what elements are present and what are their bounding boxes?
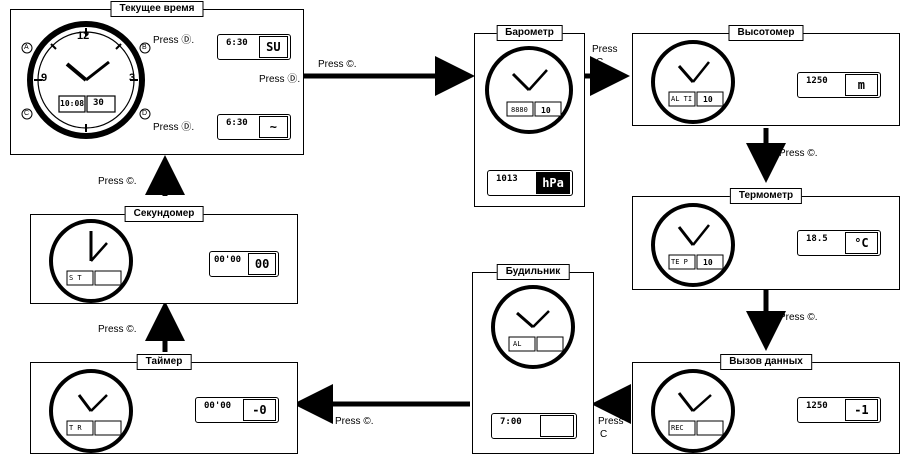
mode-box-data-recall: Вызов данных REC 1250 -1 xyxy=(632,354,900,454)
lcd-timer: 00'00 -0 xyxy=(195,397,279,423)
press-c-baro-alt-btn: C xyxy=(596,57,604,68)
mode-box-alarm: Будильник AL 7:00 xyxy=(472,264,594,454)
alt-sub-big: 10 xyxy=(703,95,713,104)
alt-sub-small: AL TI xyxy=(671,95,693,103)
mode-title: Высотомер xyxy=(728,25,804,41)
mode-title: Вызов данных xyxy=(720,354,812,370)
alarm-sub-small: AL xyxy=(513,340,522,348)
mode-title: Термометр xyxy=(729,188,803,204)
button-a-label: A xyxy=(24,44,29,51)
mode-box-timer: Таймер T R 00'00 -0 xyxy=(30,354,298,454)
mode-box-current-time: Текущее время 12 3 9 10:08 30 A B C D Pr… xyxy=(10,1,304,155)
press-d-label-1: Press Ⓓ. xyxy=(153,35,195,46)
mode-box-altimeter: Высотомер AL TI 10 1250 m xyxy=(632,25,900,126)
press-c-alt-temp: Press ©. xyxy=(779,148,818,159)
button-d-label: D xyxy=(142,110,148,117)
mode-title: Барометр xyxy=(496,25,563,41)
mode-box-thermometer: Термометр TE P 10 18.5 °C xyxy=(632,188,900,290)
press-d-label-2: Press Ⓓ. xyxy=(259,74,301,85)
sw-sub-small: S T xyxy=(69,274,82,282)
sub-time-display: 10:08 xyxy=(60,99,85,108)
watch-face-small xyxy=(491,285,575,369)
dial-9-label: 9 xyxy=(41,72,48,84)
lcd-baro: 1013 hPa xyxy=(487,170,573,196)
timer-sub-small: T R xyxy=(69,424,82,432)
watch-face-small xyxy=(485,46,573,134)
lcd-ct-2: 6:30 ~ xyxy=(217,114,291,140)
dial-3-label: 3 xyxy=(129,72,136,84)
mode-title: Будильник xyxy=(496,264,570,280)
mode-box-barometer: Барометр 8880 10 1013 hPa xyxy=(474,25,585,207)
dial-12-label: 12 xyxy=(77,30,90,42)
press-c-temp-rec: Press ©. xyxy=(779,312,818,323)
lcd-alt: 1250 m xyxy=(797,72,881,98)
watch-face-small xyxy=(651,40,735,124)
lcd-sw: 00'00 00 xyxy=(209,251,279,277)
baro-sub-big: 10 xyxy=(541,106,551,115)
press-c-alarm-timer: Press ©. xyxy=(335,416,374,427)
wave-icon: ~ xyxy=(258,116,288,138)
lcd-rec: 1250 -1 xyxy=(797,397,881,423)
lcd-alarm: 7:00 xyxy=(491,413,577,439)
press-c-time-baro: Press ©. xyxy=(318,59,357,70)
baro-sub-small: 8880 xyxy=(511,106,528,114)
watch-face-small xyxy=(49,369,133,453)
watch-face-small xyxy=(49,219,133,303)
lcd-ct-1: 6:30 SU xyxy=(217,34,291,60)
watch-face-large xyxy=(21,21,151,139)
press-c-timer-sw: Press ©. xyxy=(98,324,137,335)
watch-face-small xyxy=(651,203,735,287)
press-d-label-3: Press Ⓓ. xyxy=(153,122,195,133)
rec-sub-small: REC xyxy=(671,424,684,432)
temp-sub-big: 10 xyxy=(703,258,713,267)
press-c-baro-alt: Press xyxy=(592,44,618,55)
sub-day-display: 30 xyxy=(93,98,104,108)
press-c-rec-alarm: Press xyxy=(598,416,624,427)
press-c-rec-alarm-btn: C xyxy=(600,429,608,440)
mode-title: Таймер xyxy=(136,354,192,370)
mode-box-stopwatch: Секундомер S T 00'00 00 xyxy=(30,206,298,304)
press-c-sw-time: Press ©. xyxy=(98,176,137,187)
temp-sub-small: TE P xyxy=(671,258,688,266)
button-c-label: C xyxy=(24,110,30,117)
mode-title: Секундомер xyxy=(124,206,204,222)
button-b-label: B xyxy=(142,44,147,51)
watch-face-small xyxy=(651,369,735,453)
lcd-temp: 18.5 °C xyxy=(797,230,881,256)
mode-title: Текущее время xyxy=(110,1,204,17)
